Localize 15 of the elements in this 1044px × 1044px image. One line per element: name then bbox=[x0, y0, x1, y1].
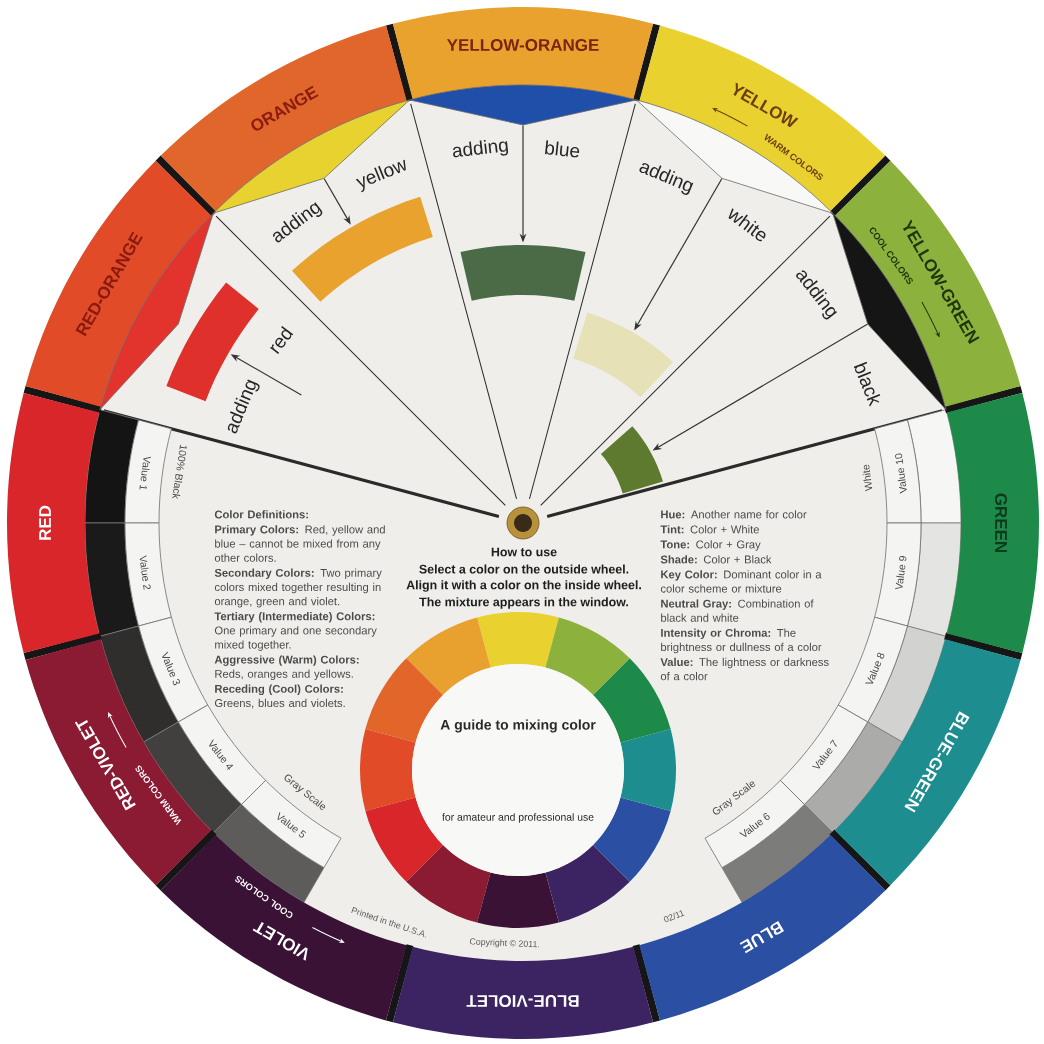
color-segment: RED bbox=[7, 392, 100, 654]
sector-label: adding bbox=[639, 163, 694, 195]
mixed-swatch bbox=[460, 245, 586, 301]
mixed-swatch bbox=[573, 312, 674, 398]
sector-label: adding bbox=[227, 379, 260, 434]
color-segment: BLUE-VIOLET bbox=[392, 946, 654, 1039]
sector-label: yellow bbox=[355, 159, 406, 193]
color-window bbox=[409, 84, 637, 126]
color-segment: YELLOW-ORANGE bbox=[392, 7, 654, 100]
sector-label: red bbox=[270, 325, 294, 354]
sector-label: adding bbox=[453, 139, 509, 158]
color-segment: GREEN bbox=[946, 392, 1039, 654]
sector-label: black bbox=[853, 361, 881, 407]
mixed-swatch bbox=[600, 426, 663, 494]
sector-label: blue bbox=[544, 140, 580, 158]
